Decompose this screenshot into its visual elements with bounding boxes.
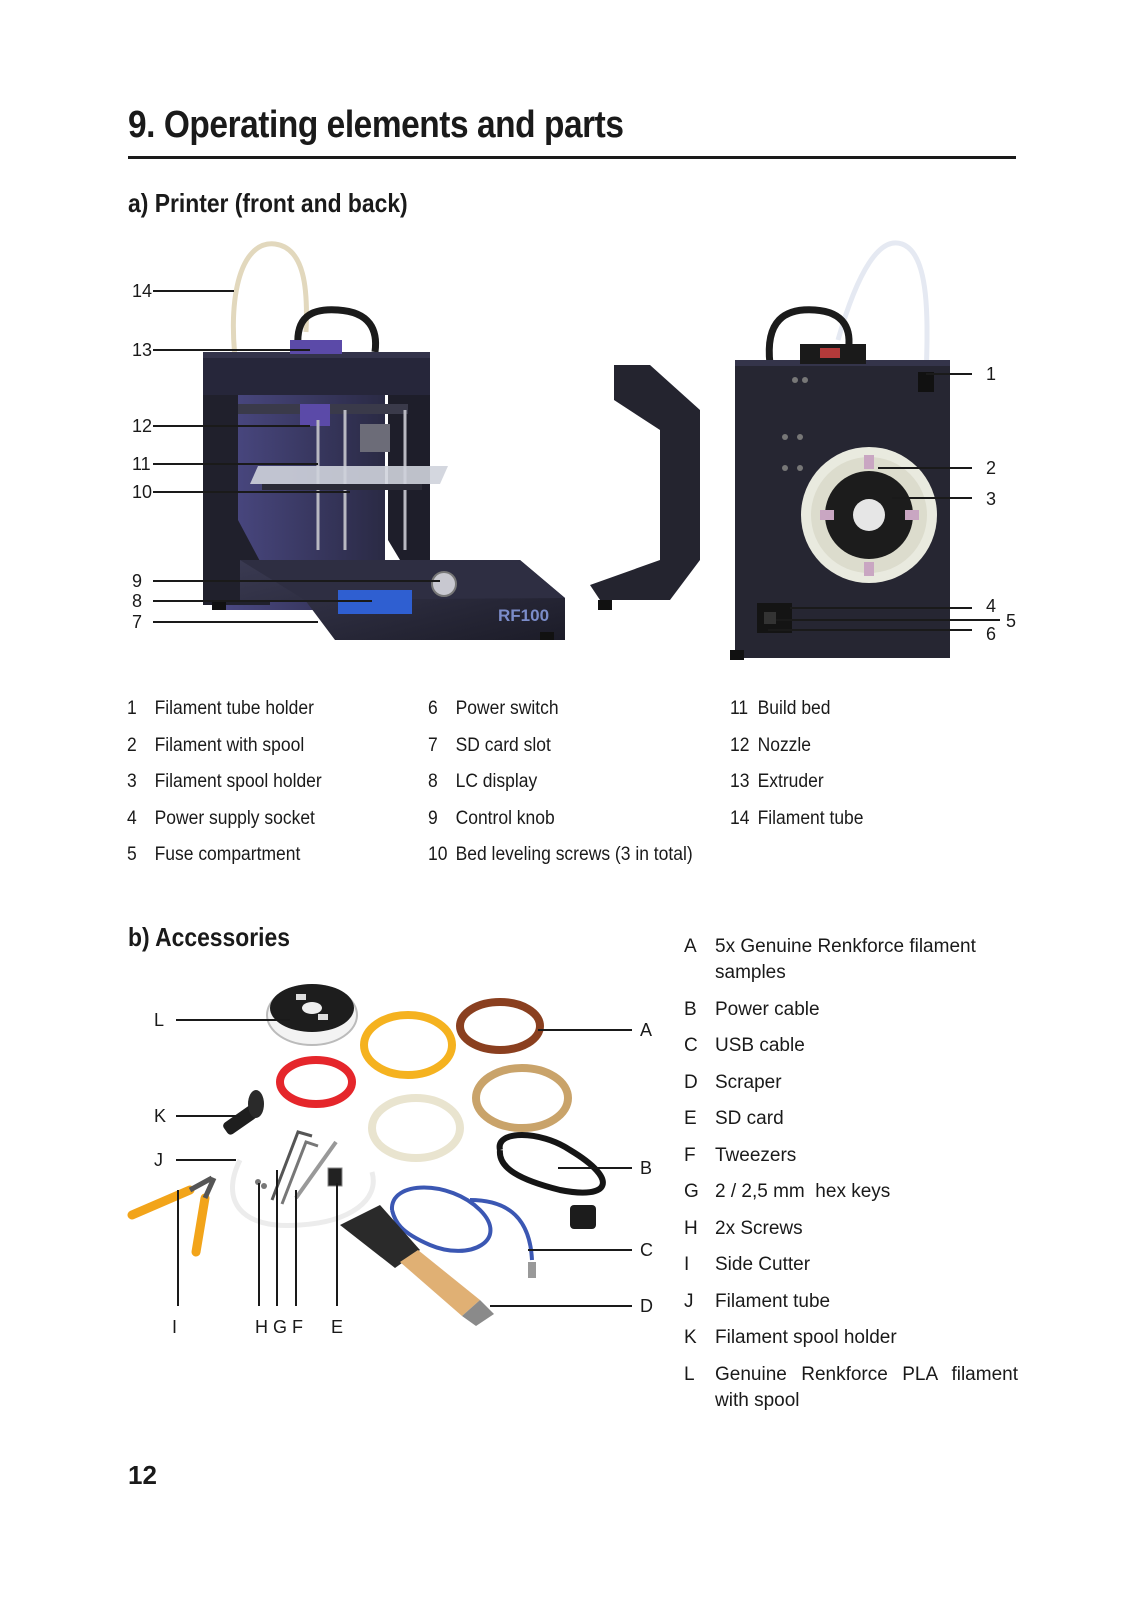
- power-cable: [496, 1132, 606, 1229]
- callout-8: 8: [132, 591, 142, 611]
- callout-K: K: [154, 1106, 166, 1126]
- callout-D: D: [640, 1296, 653, 1316]
- filament-samples: [276, 998, 572, 1162]
- callout-2: 2: [986, 458, 996, 478]
- callout-C: C: [640, 1240, 653, 1260]
- pla-spool: [266, 984, 358, 1046]
- callout-9: 9: [132, 571, 142, 591]
- callout-7: 7: [132, 612, 142, 632]
- printer-figure: RF100: [132, 240, 1016, 660]
- callout-B: B: [640, 1158, 652, 1178]
- callout-6: 6: [986, 624, 996, 644]
- callout-3: 3: [986, 489, 996, 509]
- callout-14: 14: [132, 281, 152, 301]
- section-a-title: a) Printer (front and back): [128, 188, 408, 218]
- printer-back-view: [590, 240, 950, 660]
- callout-13: 13: [132, 340, 152, 360]
- side-cutter: [127, 1175, 217, 1257]
- front-callouts: 14 13 12 11 10 9 8 7: [132, 281, 440, 632]
- spool-holder: [223, 1090, 264, 1135]
- callout-I: I: [172, 1317, 177, 1337]
- callout-10: 10: [132, 482, 152, 502]
- back-callouts: 1 2 3 4 5 6: [768, 364, 1016, 644]
- title-rule: [128, 156, 1016, 159]
- accessories-figure: L K J A B C D I H G F E: [127, 984, 653, 1337]
- callout-E: E: [331, 1317, 343, 1337]
- callout-J: J: [154, 1150, 163, 1170]
- page-number: 12: [128, 1460, 157, 1490]
- callout-HGF: H G F: [255, 1317, 303, 1337]
- scraper: [340, 1205, 494, 1326]
- callout-11: 11: [132, 454, 151, 474]
- filament-tube: [230, 1158, 376, 1229]
- page-title: 9. Operating elements and parts: [128, 104, 624, 146]
- callout-12: 12: [132, 416, 152, 436]
- sd-card: [327, 1167, 343, 1187]
- callout-A: A: [640, 1020, 652, 1040]
- section-b-title: b) Accessories: [128, 922, 290, 952]
- callout-L: L: [154, 1010, 164, 1030]
- small-tools: [255, 1130, 338, 1205]
- accessory-callouts: L K J A B C D I H G F E: [154, 1010, 653, 1337]
- callout-4: 4: [986, 596, 996, 616]
- callout-5: 5: [1006, 611, 1016, 631]
- printer-logo: RF100: [498, 606, 549, 625]
- callout-1: 1: [986, 364, 996, 384]
- usb-cable: [389, 1185, 536, 1278]
